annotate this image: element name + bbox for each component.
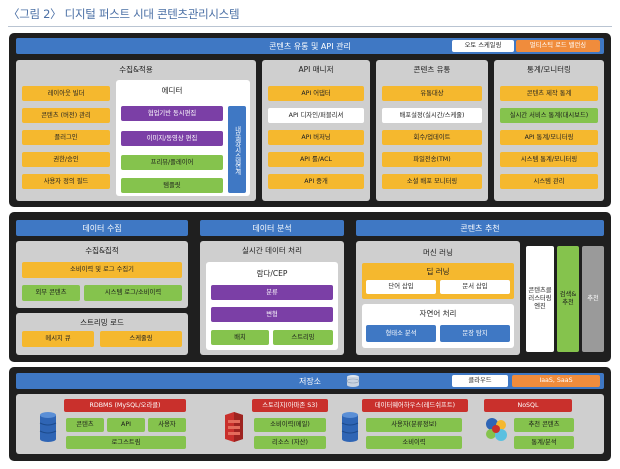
recall-update: 회수/업데이트 xyxy=(382,130,482,145)
api-stats: API 통계/모니터링 xyxy=(500,130,598,145)
scheduling: 스케줄링 xyxy=(100,331,182,347)
s3-consumption: 소비이력(메일) xyxy=(254,418,326,432)
editor-title: 에디터 xyxy=(161,86,183,95)
figure-caption: 〈그림 2〉 디지털 퍼스트 시대 콘텐츠관리시스템 xyxy=(8,7,240,21)
stream-title: 스트리밍 로드 xyxy=(80,318,124,327)
media-edit: 이미지/동영상 편집 xyxy=(121,131,223,146)
deploy-setting: 배포설정(실시간/스케줄) xyxy=(382,108,482,123)
api-manager-title: API 매니저 xyxy=(298,65,334,74)
rdbms-icon xyxy=(39,412,57,442)
content-version: 콘텐츠 (버전) 관리 xyxy=(22,108,110,123)
layout-builder: 레이아웃 빌더 xyxy=(22,86,110,101)
warehouse-title: 데이터웨어하우스(레드쉬프트) xyxy=(362,399,468,412)
permission-approval: 권한/승인 xyxy=(22,152,110,167)
rdbms-content: 콘텐츠 xyxy=(66,418,104,432)
search-recommend-label: 검색&추천 xyxy=(559,291,577,306)
iaas-label: IaaS, SaaS xyxy=(512,375,600,387)
sentence-detection: 문장 탐지 xyxy=(440,325,510,342)
api-acl: API 룰/ACL xyxy=(268,152,364,167)
cluster-engine-label: 콘텐츠클러스터링엔진 xyxy=(528,287,552,310)
collect-header: 데이터 수집 xyxy=(16,220,188,236)
api-adapter: API 어댑터 xyxy=(268,86,364,101)
api-broker: API 중개 xyxy=(268,174,364,189)
rdbms-user: 사용자 xyxy=(148,418,186,432)
distribution-title: 콘텐츠 유통 xyxy=(413,65,451,74)
cluster-engine: 콘텐츠클러스터링엔진 xyxy=(526,246,554,352)
system-stats: 시스템 통계/모니터링 xyxy=(500,152,598,167)
file-transfer: 파일전송(TM) xyxy=(382,152,482,167)
rdbms-logstream: 로그스트림 xyxy=(66,436,186,449)
nosql-title: NoSQL xyxy=(484,399,572,412)
syslog-history: 시스템 로그/소비이력 xyxy=(84,285,182,301)
warehouse-consumption: 소비이력 xyxy=(366,436,462,449)
distribution-target: 유통대상 xyxy=(382,86,482,101)
cloud-label: 클라우드 xyxy=(452,375,508,387)
cep-title: 람다/CEP xyxy=(256,269,288,278)
nosql-stats: 통계/분석 xyxy=(514,436,574,449)
classify: 분류 xyxy=(211,285,333,300)
database-icon xyxy=(346,375,360,387)
preview-player: 프리뷰/플레이어 xyxy=(121,155,223,170)
deep-learning-title: 딥 러닝 xyxy=(426,267,450,276)
custom-field: 사용자 정의 필드 xyxy=(22,174,110,189)
nosql-recommend: 추천 콘텐츠 xyxy=(514,418,574,432)
message-queue: 메시지 큐 xyxy=(22,331,94,347)
rdbms-api: API xyxy=(107,418,145,432)
s3-icon xyxy=(225,412,243,442)
external-content: 외부 콘텐츠 xyxy=(22,285,80,301)
recommend-header: 콘텐츠 추천 xyxy=(356,220,604,236)
nosql-icon xyxy=(486,418,507,441)
batch: 배치 xyxy=(211,330,269,345)
collab-edit: 협업기반 동시편집 xyxy=(121,106,223,121)
realtime-title: 실시간 데이터 처리 xyxy=(242,246,302,255)
plugin: 플러그인 xyxy=(22,130,110,145)
s3-title: 스토리지(아마존 S3) xyxy=(252,399,328,412)
doc-embedding: 문서 삽입 xyxy=(440,280,510,294)
analysis-header: 데이터 분석 xyxy=(200,220,344,236)
autoscale-label: 오토 스케일링 xyxy=(452,40,514,52)
template: 템플릿 xyxy=(121,178,223,193)
s3-resource: 리소스 (자산) xyxy=(254,436,326,449)
morpheme-analysis: 형태소 분석 xyxy=(366,325,436,342)
api-versioning: API 버저닝 xyxy=(268,130,364,145)
ml-title: 머신 러닝 xyxy=(423,248,453,257)
word-embedding: 단어 삽입 xyxy=(366,280,436,294)
realtime-dashboard: 실시간 서비스 통계(대시보드) xyxy=(500,108,598,123)
production-stats: 콘텐츠 제작 통계 xyxy=(500,86,598,101)
streaming: 스트리밍 xyxy=(273,330,333,345)
search-recommend: 검색&추천 xyxy=(557,246,579,352)
stats-title: 통계/모니터링 xyxy=(527,65,571,74)
api-design: API 디자인/퍼블리셔 xyxy=(268,108,364,123)
internal-link-label: 내부제작시스템연계 xyxy=(228,106,246,193)
transform: 변형 xyxy=(211,307,333,322)
system-admin: 시스템 관리 xyxy=(500,174,598,189)
consumption-collector: 소비이력 및 로그 수집기 xyxy=(22,262,182,278)
authoring-title: 수집&적용 xyxy=(119,65,153,74)
warehouse-icon xyxy=(341,412,359,442)
multitask-label: 멀티스틱 로드 밸런싱 xyxy=(516,40,600,52)
warehouse-user: 사용자(분류정보) xyxy=(366,418,462,432)
gather-title: 수집&집적 xyxy=(85,246,119,255)
rdbms-title: RDBMS (MySQL/오라클) xyxy=(64,399,186,412)
social-monitor: 소셜 배포 모니터링 xyxy=(382,174,482,189)
caption-divider xyxy=(8,26,612,27)
recommend-box: 추천 xyxy=(582,246,604,352)
nlp-title: 자연어 처리 xyxy=(419,309,457,318)
